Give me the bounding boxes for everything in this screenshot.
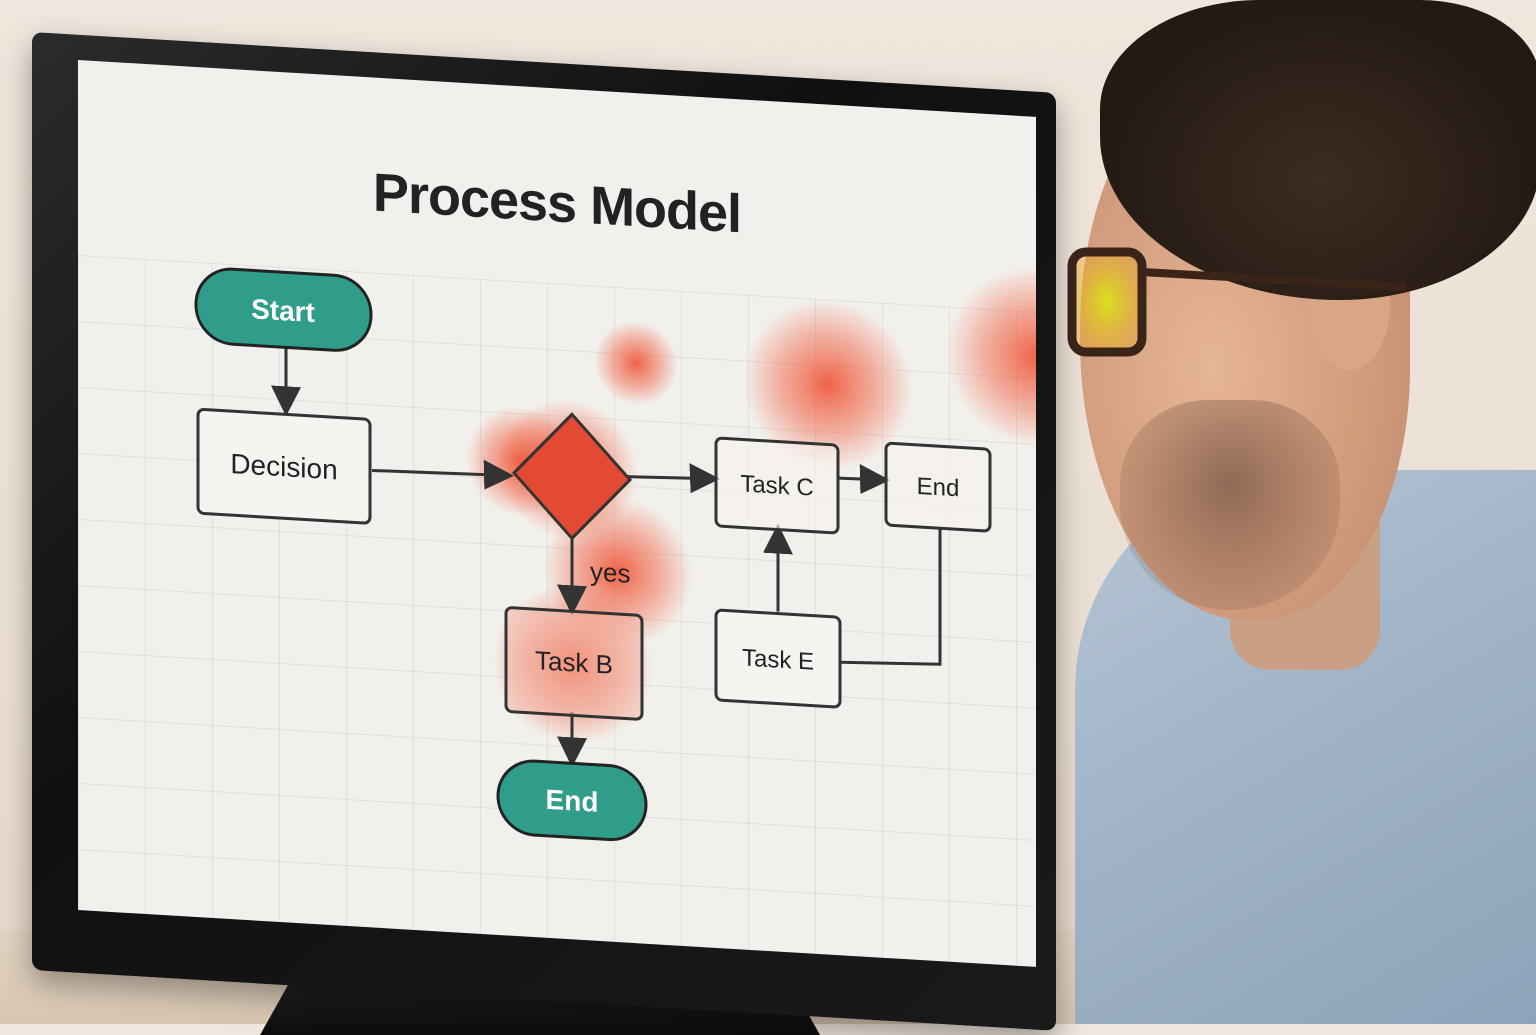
monitor-screen: Process Model <box>78 60 1036 967</box>
node-label: Start <box>251 293 315 328</box>
connector <box>839 528 942 666</box>
heatmap-blob <box>946 266 1036 448</box>
person-beard <box>1120 400 1340 610</box>
eyeglasses-icon <box>1067 247 1407 357</box>
node-label: End <box>546 784 599 818</box>
edge-label-yes: yes <box>590 556 630 588</box>
connector <box>837 463 890 494</box>
node-label: Decision <box>230 448 337 485</box>
node-label: End <box>917 473 960 503</box>
node-label: Task E <box>742 644 814 675</box>
node-end-bottom: End <box>496 759 648 842</box>
connector <box>627 463 720 494</box>
node-task-e: Task E <box>714 608 842 709</box>
heatmap-blob <box>743 299 913 470</box>
node-task-c: Task C <box>714 436 840 535</box>
node-label: Task C <box>740 470 813 501</box>
node-end-right: End <box>884 441 992 533</box>
node-diamond <box>511 412 633 541</box>
heatmap-blob <box>594 321 678 406</box>
node-decision: Decision <box>196 407 372 525</box>
node-label: Task B <box>535 645 613 680</box>
node-task-b: Task B <box>504 606 644 721</box>
flowchart: Start Decision Task C End yes Task B Tas… <box>194 266 1036 842</box>
person-hair <box>1100 0 1536 300</box>
connector <box>371 459 514 490</box>
node-start: Start <box>194 267 373 352</box>
